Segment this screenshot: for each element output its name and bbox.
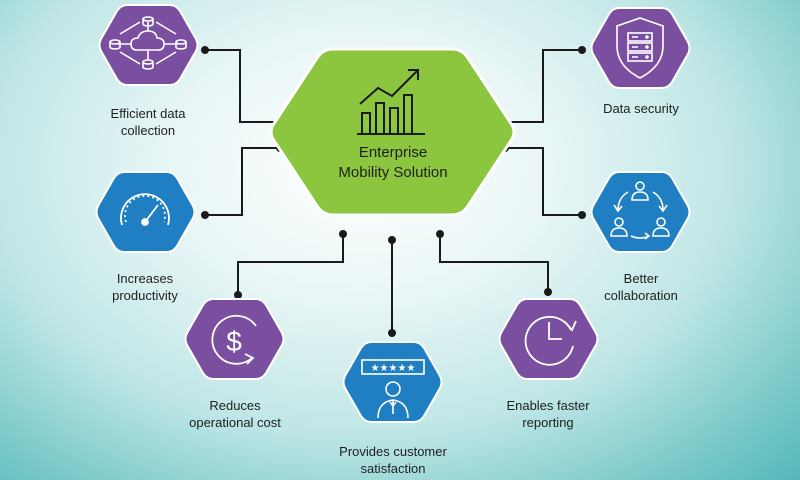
- node-reduces-operational-cost: $: [184, 298, 285, 380]
- center-title: Enterprise Mobility Solution: [313, 143, 473, 183]
- label-data-security: Data security: [603, 101, 679, 116]
- label-provides-customer-satisfaction: Provides customer satisfaction: [339, 444, 447, 476]
- collaboration-cycle-icon: [610, 181, 670, 240]
- node-enables-faster-reporting: [498, 298, 599, 380]
- connector-efficient-data-collection: [205, 49, 280, 123]
- hexagon-reduces-operational-cost: [184, 298, 285, 380]
- connector-data-security: [505, 49, 582, 123]
- hexagon-increases-productivity: [95, 171, 196, 253]
- hexagon-efficient-data-collection: [98, 4, 199, 86]
- label-efficient-data-collection: Efficient data collection: [110, 106, 186, 138]
- hexagon-data-security: [590, 7, 691, 89]
- node-increases-productivity: [95, 171, 196, 253]
- label-increases-productivity: Increases productivity: [112, 271, 178, 303]
- node-data-security: [590, 7, 691, 89]
- hexagon-better-collaboration: [590, 171, 691, 253]
- node-efficient-data-collection: [98, 4, 199, 86]
- speedometer-icon: [120, 193, 170, 226]
- cloud-network-icon: [109, 16, 187, 70]
- center-title-line1: Enterprise: [358, 144, 428, 161]
- svg-text:★★★★★: ★★★★★: [371, 363, 416, 374]
- connector-increases-productivity: [205, 147, 280, 216]
- center-hexagon: [269, 47, 516, 217]
- node-provides-customer-satisfaction: ★★★★★: [342, 341, 443, 423]
- label-better-collaboration: Better collaboration: [604, 271, 678, 303]
- label-enables-faster-reporting: Enables faster reporting: [506, 398, 590, 430]
- shield-server-icon: [616, 17, 664, 79]
- label-reduces-operational-cost: Reduces operational cost: [189, 398, 281, 430]
- growth-chart-icon: [357, 69, 425, 135]
- clock-icon: [524, 315, 577, 366]
- connector-enables-faster-reporting: [439, 234, 549, 292]
- dollar-icon: $: [211, 314, 257, 365]
- connector-reduces-operational-cost: [237, 234, 344, 295]
- five-star-rating-icon: ★★★★★: [361, 359, 425, 375]
- customer-person-icon: [377, 381, 409, 419]
- svg-text:$: $: [226, 326, 242, 357]
- connectors: [205, 49, 582, 333]
- node-better-collaboration: [590, 171, 691, 253]
- connector-better-collaboration: [505, 147, 582, 216]
- center-title-line2: Mobility Solution: [338, 164, 448, 181]
